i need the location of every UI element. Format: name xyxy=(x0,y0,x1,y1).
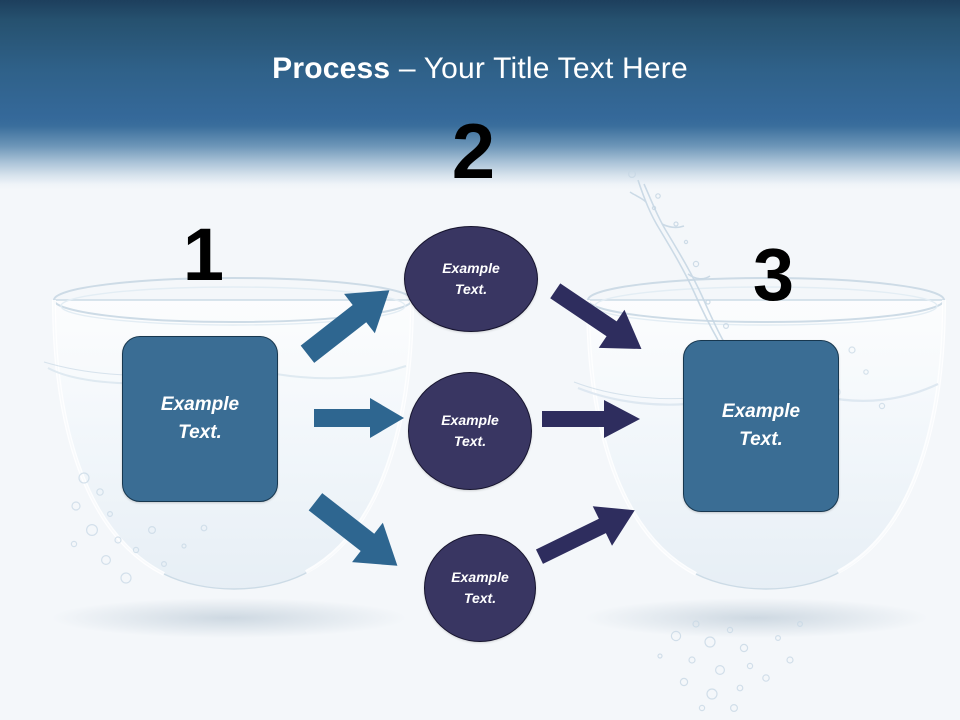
step-number-2: 2 xyxy=(451,107,495,195)
process-circle-bottom[interactable]: Example Text. xyxy=(424,534,536,642)
page-title: Process – Your Title Text Here xyxy=(0,52,960,86)
process-box-right[interactable]: Example Text. xyxy=(683,340,839,512)
process-circle-bottom-line2: Text. xyxy=(463,590,497,606)
step-number-3: 3 xyxy=(752,233,794,316)
arrow-left-up-icon xyxy=(292,278,408,364)
process-box-left-line1: Example xyxy=(160,394,240,416)
header-gradient-band xyxy=(0,0,960,190)
process-circle-middle[interactable]: Example Text. xyxy=(408,372,532,490)
title-strong-part: Process xyxy=(272,52,391,85)
arrow-left-middle-icon xyxy=(312,394,408,442)
arrow-right-middle-icon xyxy=(540,396,644,442)
process-box-left-line2: Text. xyxy=(178,422,222,443)
title-separator: – xyxy=(390,52,424,85)
process-circle-top-line2: Text. xyxy=(454,281,488,297)
process-box-right-line2: Text. xyxy=(739,429,783,450)
process-box-left[interactable]: Example Text. xyxy=(122,336,278,502)
process-box-right-line1: Example xyxy=(721,401,801,423)
step-number-1: 1 xyxy=(182,213,224,296)
process-circle-top-line1: Example xyxy=(442,260,500,276)
process-circle-top[interactable]: Example Text. xyxy=(404,226,538,332)
arrow-left-down-icon xyxy=(300,492,416,578)
arrow-right-down-icon xyxy=(542,278,658,364)
process-circle-middle-line1: Example xyxy=(441,412,499,428)
bubble-cluster xyxy=(640,608,880,720)
water-splash xyxy=(600,168,780,383)
process-circle-bottom-line1: Example xyxy=(451,569,509,585)
process-circle-middle-line2: Text. xyxy=(453,433,487,449)
title-light-part: Your Title Text Here xyxy=(423,52,688,85)
arrow-right-up-icon xyxy=(528,490,648,576)
